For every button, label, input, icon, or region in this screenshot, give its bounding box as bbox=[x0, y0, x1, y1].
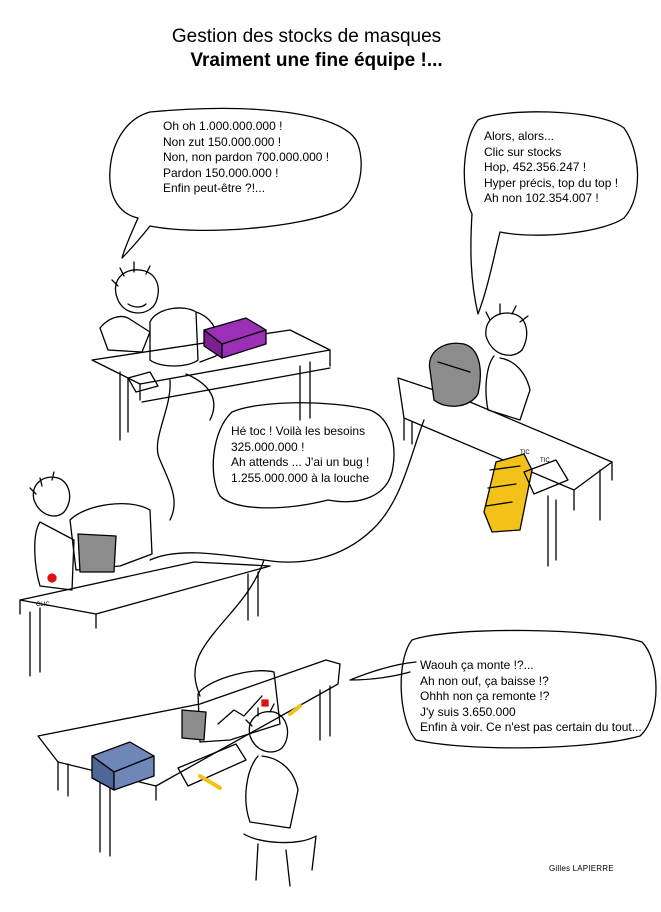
speech-bubble-bottom-right bbox=[400, 629, 657, 749]
cable bbox=[149, 419, 425, 563]
speech-line: Hé toc ! Voilà les besoins bbox=[231, 424, 366, 438]
speech-line: Ah attends ... J'ai un bug ! bbox=[231, 455, 370, 469]
artist-signature: Gilles LAPIERRE bbox=[549, 864, 614, 873]
tic-sound-effect: TIC bbox=[520, 450, 530, 456]
cable bbox=[156, 379, 175, 521]
speech-text-bottom-right: Waouh ça monte !?... Ah non ouf, ça bais… bbox=[420, 658, 642, 736]
speech-line: Hop, 452.356.247 ! bbox=[484, 160, 587, 174]
speech-line: Non zut 150.000.000 ! bbox=[163, 134, 282, 149]
speech-line: Clic sur stocks bbox=[484, 144, 562, 159]
speech-line: 1.255.000.000 à la louche bbox=[231, 470, 370, 485]
speech-line: 325.000.000 ! bbox=[231, 439, 305, 454]
speech-line: Waouh ça monte !?... bbox=[420, 658, 534, 672]
speech-line: Oh oh 1.000.000.000 ! bbox=[163, 119, 283, 133]
page-subtitle: Vraiment une fine équipe !... bbox=[190, 50, 443, 71]
speech-line: Enfin peut-être ?!... bbox=[163, 181, 266, 195]
speech-line: Ohhh non ça remonte !? bbox=[420, 689, 550, 703]
speech-text-top-left: Oh oh 1.000.000.000 ! Non zut 150.000.00… bbox=[163, 119, 329, 197]
speech-bubble-top-right bbox=[463, 111, 639, 315]
speech-text-middle: Hé toc ! Voilà les besoins 325.000.000 !… bbox=[231, 424, 369, 486]
clic-sound-effect: CLIC bbox=[36, 602, 50, 608]
speech-line: Ah non ouf, ça baisse !? bbox=[420, 673, 549, 688]
speech-text-top-right: Alors, alors... Clic sur stocks Hop, 452… bbox=[484, 129, 618, 207]
tic-sound-effect: TIC bbox=[540, 458, 550, 464]
speech-line: Alors, alors... bbox=[484, 129, 555, 143]
cable bbox=[194, 559, 265, 697]
desk-top-right bbox=[397, 303, 613, 567]
desk-middle-left bbox=[19, 471, 271, 677]
speech-line: Hyper précis, top du top ! bbox=[484, 175, 619, 190]
speech-line: Ah non 102.354.007 ! bbox=[484, 191, 599, 205]
speech-line: Pardon 150.000.000 ! bbox=[163, 165, 279, 180]
speech-bubble-top-left bbox=[109, 107, 362, 259]
cable bbox=[185, 373, 215, 421]
page-title: Gestion des stocks de masques bbox=[171, 26, 442, 47]
speech-line: Enfin à voir. Ce n'est pas certain du to… bbox=[420, 720, 642, 734]
speech-bubble-middle bbox=[212, 402, 395, 509]
desk-bottom bbox=[37, 659, 341, 887]
speech-line: J'y suis 3.650.000 bbox=[420, 704, 516, 719]
desk-top-left bbox=[91, 261, 331, 441]
speech-line: Non, non pardon 700.000.000 ! bbox=[163, 150, 330, 164]
